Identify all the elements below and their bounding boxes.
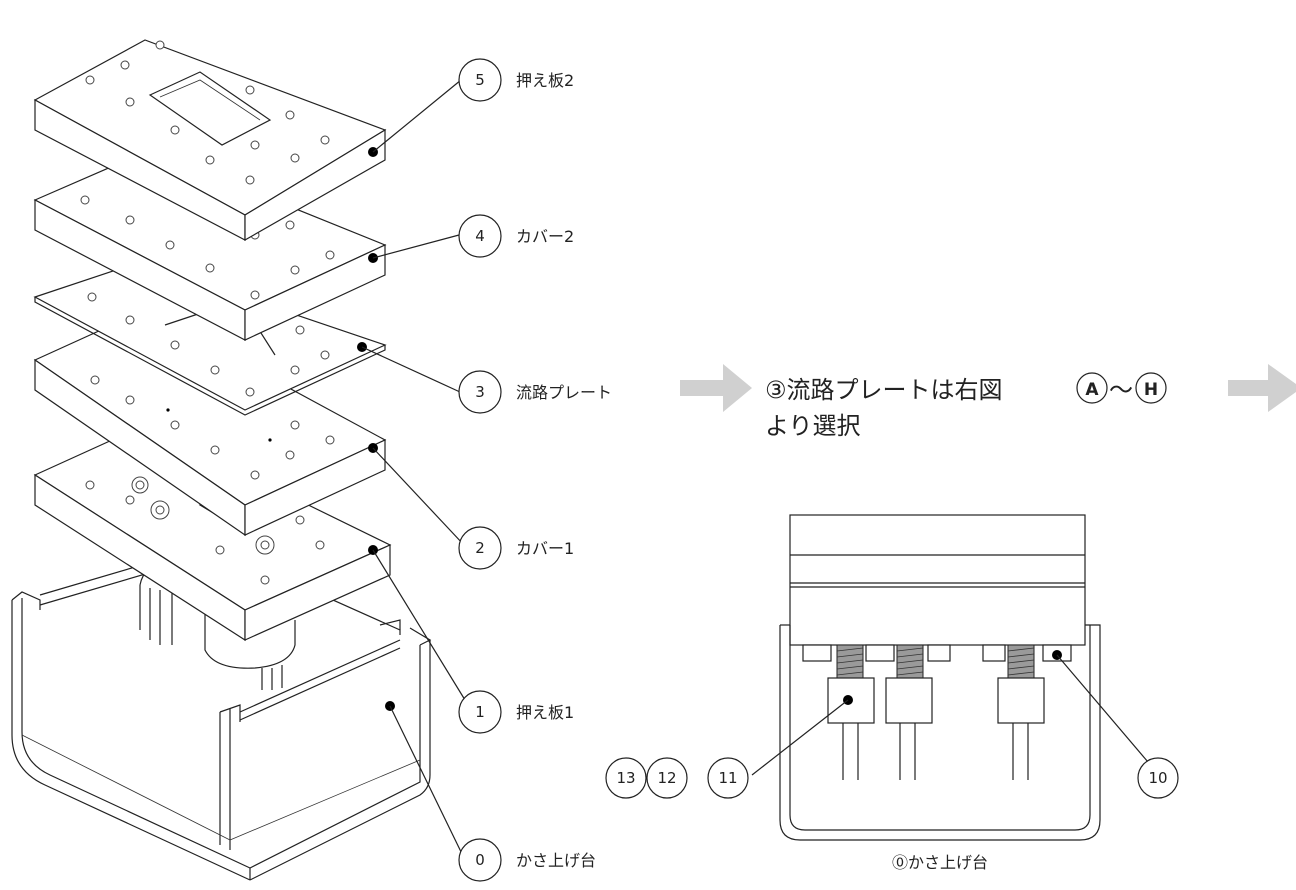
callout-part-3: 3 流路プレート [458,370,612,414]
side-balloons: 13 12 11 10 [605,757,1179,799]
part-label: かさ上げ台 [516,851,596,870]
mark-h: H [1144,380,1158,400]
part-label: 流路プレート [516,383,612,402]
balloon-number: 1 [475,703,485,721]
mark-a-circle [1076,372,1108,404]
balloon [458,838,502,882]
part-2-plate [33,309,387,537]
part-label: 押え板1 [516,703,574,722]
note-line-2: より選択 [765,412,861,440]
balloon-number: 13 [616,769,635,787]
callout-part-1: 1 押え板1 [458,690,574,734]
balloon-number: 2 [475,539,485,557]
part-label: カバー2 [516,227,574,246]
balloon [458,58,502,102]
exploded-view: 5 押え板2 4 カバー2 3 流路プレート 2 カバー1 1 押え板1 [11,39,612,882]
part-1-plate [33,424,392,642]
part-label: 押え板2 [516,71,574,90]
balloon-number: 3 [475,383,485,401]
leader-lines [361,79,466,859]
part-label: カバー1 [516,539,574,558]
balloon [458,690,502,734]
note-tilde: ～ [1109,376,1133,404]
balloon-number: 5 [475,71,485,89]
side-view-caption: ⓪かさ上げ台 [892,853,988,872]
callout-part-5: 5 押え板2 [458,58,574,102]
balloon-number: 0 [475,851,485,869]
callout-part-2: 2 カバー1 [458,526,574,570]
balloon [458,214,502,258]
arrow-right [1228,364,1296,412]
side-view: 13 12 11 10 ⓪かさ上げ台 [605,514,1179,872]
callout-part-4: 4 カバー2 [458,214,574,258]
part-callouts: 5 押え板2 4 カバー2 3 流路プレート 2 カバー1 1 押え板1 [458,58,612,882]
balloon [458,370,502,414]
callout-part-0: 0 かさ上げ台 [458,838,596,882]
part-4-plate [33,149,387,341]
balloon-number: 11 [718,769,737,787]
balloon-number: 4 [475,227,485,245]
selection-note: ③流路プレートは右図 A ～ H より選択 [765,372,1167,440]
note-line-1: ③流路プレートは右図 [765,376,1003,404]
balloon [458,526,502,570]
part-5-plate [33,39,387,242]
balloon-number: 10 [1148,769,1167,787]
mark-h-circle [1135,372,1167,404]
arrow-left [680,364,752,412]
part-0-stand [11,544,432,881]
threaded-studs [836,644,1035,679]
mark-a: A [1085,380,1099,400]
balloon-number: 12 [657,769,676,787]
